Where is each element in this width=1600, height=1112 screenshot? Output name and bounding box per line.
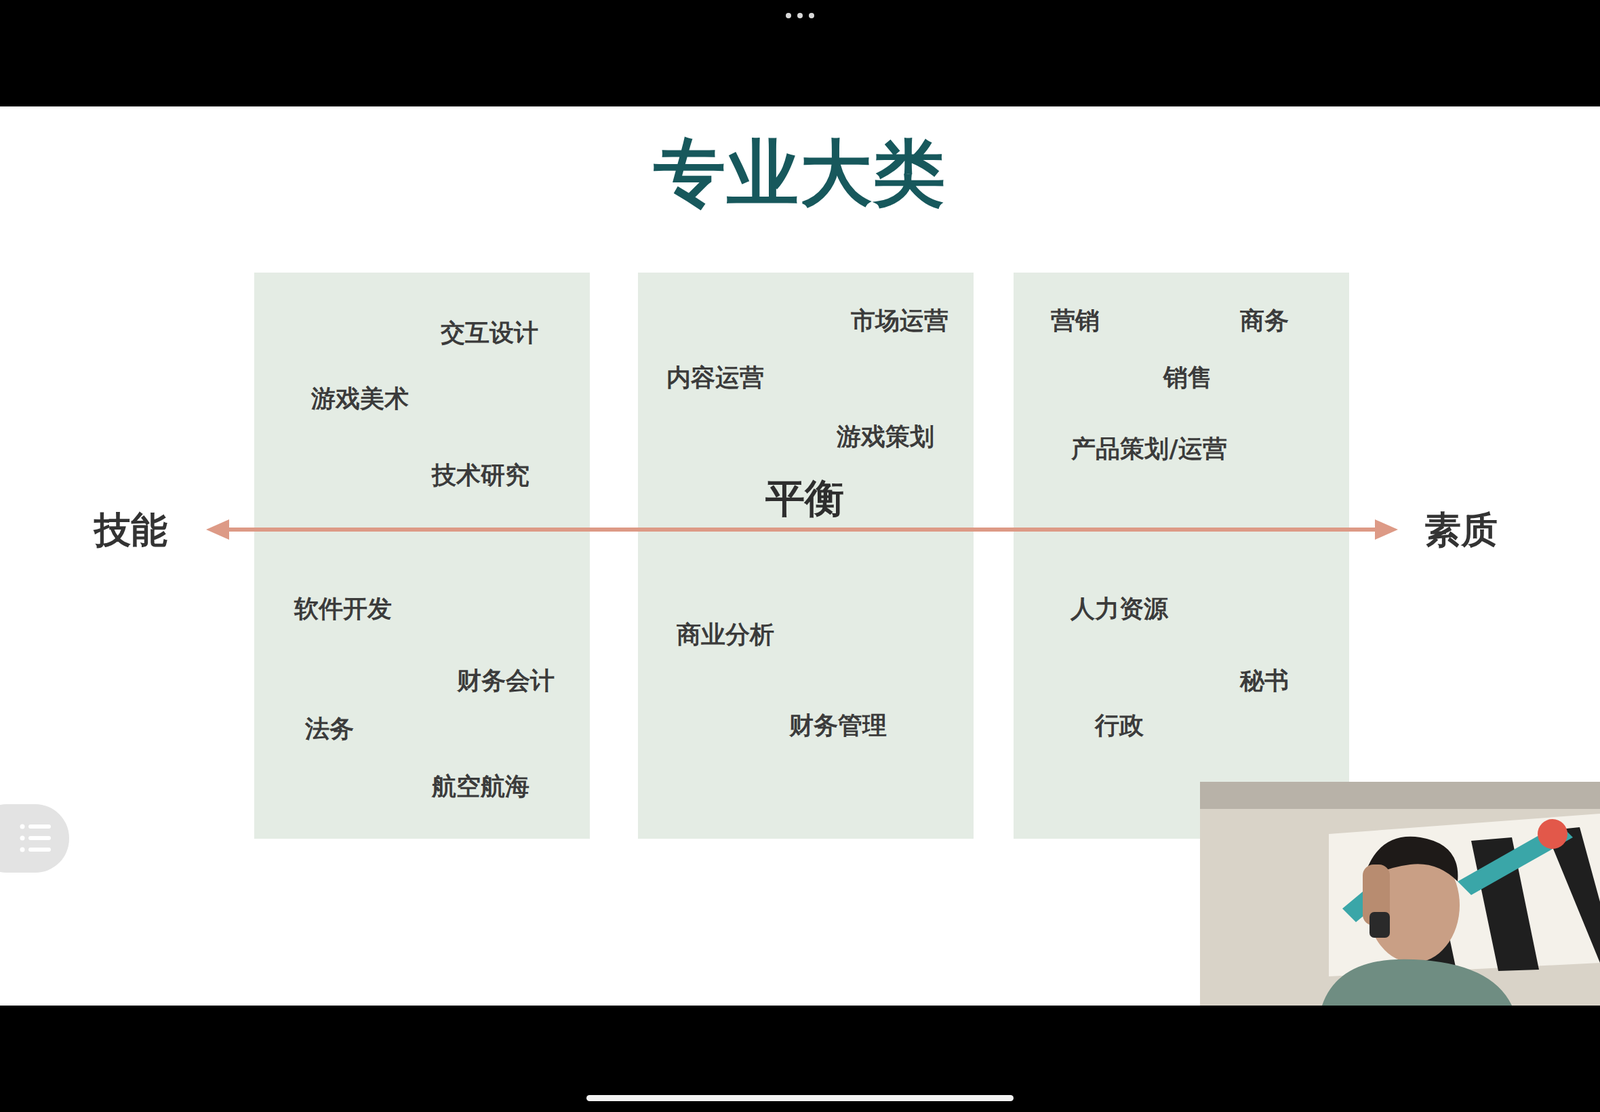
term-slot: 产品策划/运营 xyxy=(1071,433,1227,464)
wall-mural xyxy=(1328,813,1600,977)
category-panel: 交互设计游戏美术技术研究软件开发财务会计法务航空航海 xyxy=(254,272,590,839)
slide-title: 专业大类 xyxy=(653,128,947,219)
term-slot: 航空航海 xyxy=(431,771,530,801)
term-slot: 财务会计 xyxy=(456,665,555,695)
major-name: 交互设计 xyxy=(440,317,539,348)
major-name: 秘书 xyxy=(1240,665,1289,695)
menu-dot xyxy=(785,12,792,19)
home-indicator xyxy=(586,1094,1014,1102)
axis-label: 技能 xyxy=(94,508,168,553)
major-name: 游戏策划 xyxy=(836,421,935,451)
axis-center-label: 平衡 xyxy=(765,475,845,523)
axis-end: 素质 xyxy=(1424,508,1498,553)
term-slot: 营销 xyxy=(1050,305,1100,335)
term-slot: 内容运营 xyxy=(666,362,765,392)
menu-button xyxy=(0,804,70,873)
arrow-line xyxy=(221,527,1384,532)
panel-fill xyxy=(254,272,590,839)
menu-dot xyxy=(808,12,815,19)
term-slot: 商业分析 xyxy=(676,619,775,649)
panel-fill xyxy=(637,272,974,839)
major-name: 游戏美术 xyxy=(311,383,409,413)
term-slot: 游戏美术 xyxy=(311,383,409,413)
watch xyxy=(1369,911,1390,938)
major-name: 商业分析 xyxy=(676,619,775,649)
major-name: 商务 xyxy=(1240,305,1289,335)
list-line xyxy=(28,847,51,852)
major-name: 市场运营 xyxy=(850,305,949,335)
panel-layer xyxy=(254,272,1350,839)
major-name: 财务管理 xyxy=(789,710,887,740)
webcam-ground xyxy=(1200,781,1600,1006)
major-name: 财务会计 xyxy=(456,665,555,695)
menu-dot xyxy=(797,12,803,19)
term-slot: 技术研究 xyxy=(431,460,530,490)
major-name: 法务 xyxy=(305,713,354,744)
webcam-picture xyxy=(1200,781,1600,1006)
mural-dot xyxy=(1537,818,1568,849)
list-line xyxy=(28,824,51,829)
category-panel: 营销 商务销售产品策划/运营人力资源秘书行政 xyxy=(1013,272,1350,839)
axis-label: 素质 xyxy=(1424,508,1498,553)
term-slot: 销售 xyxy=(1163,362,1213,392)
term-slot: 商务 xyxy=(1240,305,1289,335)
major-name: 行政 xyxy=(1094,710,1144,740)
title-row: 专业大类 xyxy=(0,128,1600,219)
major-name: 营销 xyxy=(1050,305,1100,335)
axis-end: 技能 xyxy=(94,508,168,553)
major-name: 航空航海 xyxy=(431,771,530,801)
major-name: 销售 xyxy=(1163,362,1213,392)
panel-fill xyxy=(1013,272,1350,839)
arrow-head xyxy=(1374,519,1398,540)
term-slot: 市场运营 xyxy=(850,305,949,335)
list-dot xyxy=(20,835,26,841)
bottom-bar xyxy=(0,1005,1600,1112)
term-slot: 行政 xyxy=(1094,710,1144,740)
major-name: 技术研究 xyxy=(431,460,530,490)
axis-arrow xyxy=(206,519,1398,540)
term-slot: 秘书 xyxy=(1240,665,1289,695)
category-panel: 市场运营内容运营游戏策划平衡商业分析财务管理 xyxy=(637,272,974,839)
person-shirt xyxy=(1322,959,1512,1006)
ceiling xyxy=(1200,781,1600,809)
term-slot: 财务管理 xyxy=(789,710,887,740)
list-dot xyxy=(20,824,26,830)
major-name: 产品策划/运营 xyxy=(1071,433,1227,464)
term-slot: 法务 xyxy=(305,713,354,744)
list-line xyxy=(28,835,51,840)
major-name: 软件开发 xyxy=(294,593,392,624)
term-slot: 软件开发 xyxy=(294,593,392,624)
term-slot: 游戏策划 xyxy=(836,421,935,451)
arrow-head xyxy=(206,519,230,540)
button-ground xyxy=(0,804,70,873)
term-slot: 人力资源 xyxy=(1070,593,1169,624)
term-slot: 交互设计 xyxy=(440,317,539,348)
list-dot xyxy=(20,847,26,853)
major-name: 内容运营 xyxy=(666,362,765,392)
slide-ground xyxy=(0,106,1600,1006)
top-bar xyxy=(0,0,1600,107)
major-name: 人力资源 xyxy=(1070,593,1169,624)
term-slot: 平衡 xyxy=(765,475,845,523)
